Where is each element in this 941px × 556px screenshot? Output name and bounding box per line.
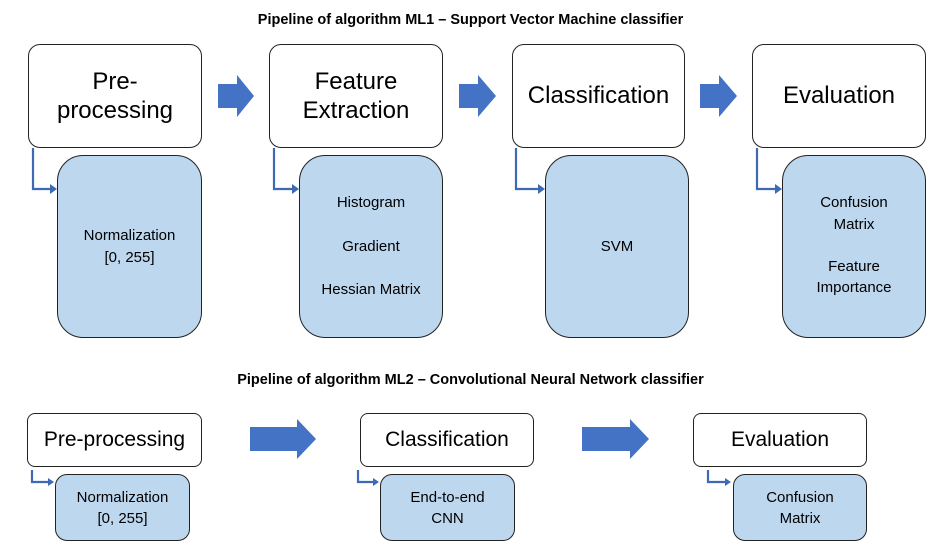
detail-text: Hessian Matrix — [321, 281, 421, 299]
elbow-connector-icon — [514, 148, 545, 194]
detail-text: Confusion — [766, 488, 834, 506]
stage-label-line: Evaluation — [782, 82, 896, 110]
stage-label: Evaluation — [730, 428, 830, 452]
ml2-stage-preprocessing: Pre-processing — [27, 413, 202, 467]
detail-text: Normalization — [83, 226, 176, 244]
stage-label-line: Classification — [527, 82, 670, 110]
ml1-stage-classification: Classification — [512, 44, 685, 148]
detail-text: Histogram — [336, 193, 406, 211]
ml2-detail-preprocessing: Normalization [0, 255] — [55, 474, 190, 541]
detail-text: Feature — [828, 257, 880, 275]
elbow-connector-icon — [356, 470, 379, 486]
ml1-stage-preprocessing: Pre- processing — [28, 44, 202, 148]
flow-arrow-icon — [700, 75, 737, 117]
ml1-stage-evaluation: Evaluation — [752, 44, 926, 148]
ml1-detail-evaluation: Confusion Matrix Feature Importance — [782, 155, 926, 338]
ml2-detail-classification: End-to-end CNN — [380, 474, 515, 541]
stage-label-line: Feature — [314, 67, 398, 95]
ml1-detail-feature-extraction: Histogram Gradient Hessian Matrix — [299, 155, 443, 338]
detail-text: SVM — [600, 237, 634, 255]
elbow-connector-icon — [30, 470, 54, 486]
flow-arrow-icon — [459, 75, 496, 117]
stage-label: Pre-processing — [43, 428, 186, 452]
ml1-detail-classification: SVM — [545, 155, 689, 338]
ml2-stage-classification: Classification — [360, 413, 534, 467]
ml2-detail-evaluation: Confusion Matrix — [733, 474, 867, 541]
stage-label-line: Extraction — [302, 97, 410, 124]
detail-text: Matrix — [833, 215, 875, 233]
elbow-connector-icon — [755, 148, 782, 194]
ml1-pipeline-title: Pipeline of algorithm ML1 – Support Vect… — [257, 12, 684, 28]
stage-label-line: processing — [56, 97, 174, 124]
stage-label-line: Pre- — [92, 67, 138, 95]
ml2-stage-evaluation: Evaluation — [693, 413, 867, 467]
detail-text: End-to-end — [410, 488, 485, 506]
detail-text: Importance — [816, 279, 892, 297]
detail-text: Gradient — [342, 237, 400, 255]
ml1-stage-feature-extraction: Feature Extraction — [269, 44, 443, 148]
detail-text: [0, 255] — [104, 248, 155, 266]
detail-text: [0, 255] — [97, 509, 148, 527]
detail-text: Confusion — [820, 194, 888, 211]
detail-text: Matrix — [779, 509, 821, 527]
flow-arrow-icon — [582, 419, 649, 459]
flow-arrow-icon — [250, 419, 316, 459]
elbow-connector-icon — [706, 470, 731, 486]
ml2-pipeline-title: Pipeline of algorithm ML2 – Convolutiona… — [237, 372, 704, 388]
elbow-connector-icon — [31, 148, 57, 194]
detail-text: Normalization — [76, 488, 169, 506]
elbow-connector-icon — [272, 148, 299, 194]
detail-text: CNN — [431, 509, 464, 527]
stage-label: Classification — [385, 428, 509, 452]
ml1-detail-preprocessing: Normalization [0, 255] — [57, 155, 202, 338]
flow-arrow-icon — [218, 75, 254, 117]
